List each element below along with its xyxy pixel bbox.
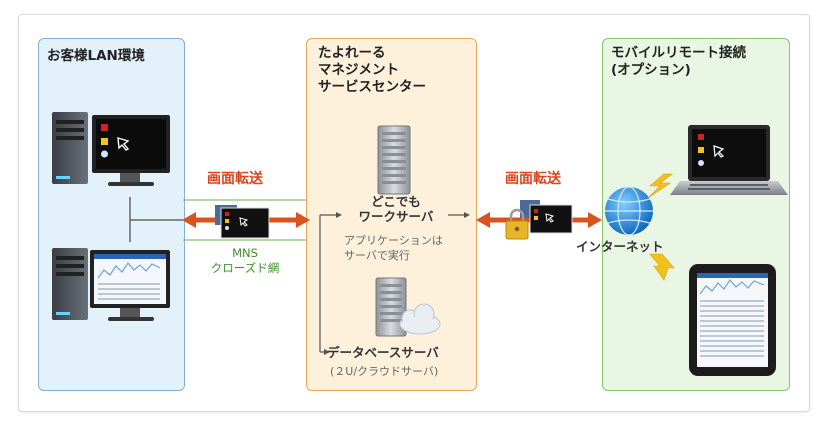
- desktop-pc-icon: [52, 112, 88, 184]
- mobile-panel-title: モバイルリモート接続 (オプション): [611, 45, 746, 78]
- mns-network-label: MNS クローズド網: [210, 246, 280, 275]
- monitor-icon: [90, 250, 170, 321]
- internet-label: インターネット: [576, 239, 664, 254]
- db-server-label: データベースサーバ: [327, 345, 439, 360]
- lightning-icon: [649, 253, 675, 281]
- cloud-icon: [399, 303, 441, 335]
- right-screen-transfer-label: 画面転送: [505, 171, 561, 187]
- center-panel-title: たよれーる マネジメント サービスセンター: [318, 45, 426, 95]
- screen-transfer-icon: [215, 205, 270, 239]
- tablet-icon: [689, 264, 776, 376]
- globe-icon: [605, 186, 653, 236]
- desktop-pc-icon: [52, 248, 88, 320]
- customer-lan-panel: [38, 38, 185, 391]
- lightning-icon: [647, 173, 673, 199]
- laptop-icon: [670, 125, 788, 195]
- rack-server-icon: [377, 125, 411, 195]
- work-server-label: どこでも ワークサーバ: [358, 194, 434, 224]
- db-server-note: (２U/クラウドサーバ): [330, 365, 439, 378]
- screen-transfer-icon: [520, 200, 573, 234]
- monitor-icon: [92, 115, 170, 186]
- rack-server-icon: [375, 277, 407, 337]
- work-server-note: アプリケーションは サーバで実行: [344, 234, 443, 262]
- padlock-icon: [505, 208, 529, 240]
- left-screen-transfer-label: 画面転送: [207, 171, 263, 187]
- lan-panel-title: お客様LAN環境: [47, 48, 145, 64]
